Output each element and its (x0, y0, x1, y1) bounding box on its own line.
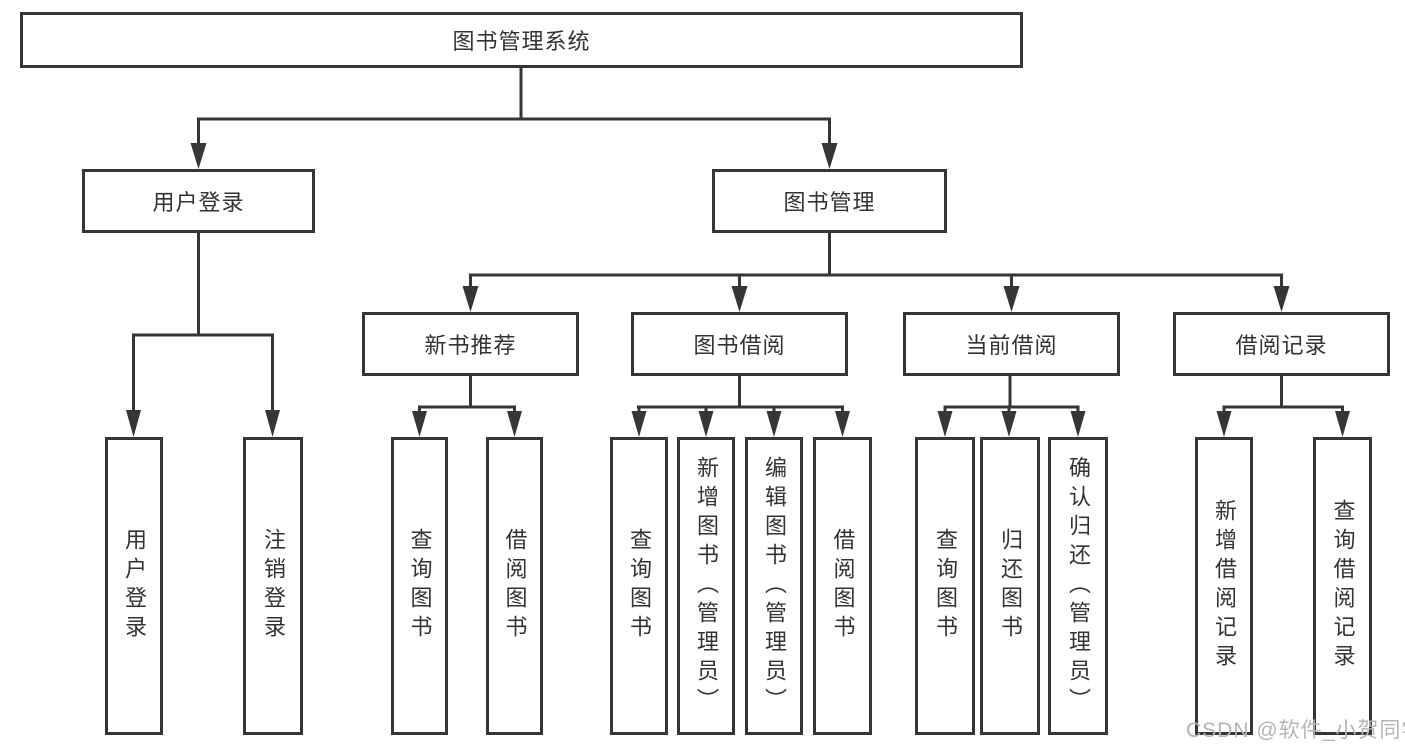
leaf-label: 归还图书 (998, 528, 1023, 644)
leaf-label: 新增图书（管理员） (694, 455, 719, 717)
borrow-records-connector (1222, 375, 1344, 415)
leaf-label: 编辑图书（管理员） (762, 455, 787, 717)
node-new-book-recommend: 新书推荐 (362, 312, 579, 376)
current-borrow-connector (943, 375, 1080, 415)
leaf-borrow-books: 借阅图书 (813, 437, 872, 735)
root-connector (197, 66, 831, 146)
leaf-query-borrow-record: 查询借阅记录 (1313, 437, 1372, 735)
user-login-label: 用户登录 (152, 190, 245, 215)
root-system-label: 图书管理系统 (452, 29, 591, 54)
node-borrow-records: 借阅记录 (1173, 312, 1390, 376)
leaf-label: 用户登录 (122, 528, 147, 644)
leaf-confirm-return-admin: 确认归还（管理员） (1048, 437, 1108, 735)
node-user-login: 用户登录 (82, 169, 315, 233)
node-book-management: 图书管理 (712, 169, 947, 233)
leaf-label: 查询图书 (933, 528, 958, 644)
leaf-user-login: 用户登录 (105, 437, 163, 735)
leaf-label: 借阅图书 (502, 528, 528, 644)
user-login-connector (132, 231, 274, 414)
leaf-label: 查询图书 (407, 528, 433, 644)
leaf-label: 确认归还（管理员） (1066, 455, 1091, 717)
leaf-add-books-admin: 新增图书（管理员） (677, 437, 735, 735)
book-management-connector (469, 232, 1283, 290)
leaf-return-books: 归还图书 (980, 437, 1040, 735)
csdn-watermark: CSDN @软件_小贺同学 (1186, 719, 1405, 742)
leaf-label: 查询图书 (627, 528, 652, 644)
book-borrow-connector (637, 375, 844, 415)
new-book-recommend-connector (418, 375, 516, 415)
leaf-query-books-borrow: 查询图书 (610, 437, 668, 735)
leaf-borrow-books-recommend: 借阅图书 (486, 437, 543, 735)
arrowheads (126, 143, 1350, 437)
current-borrow-label: 当前借阅 (965, 333, 1058, 358)
node-root-system: 图书管理系统 (20, 12, 1023, 68)
leaf-label: 查询借阅记录 (1330, 499, 1356, 673)
borrow-records-label: 借阅记录 (1235, 333, 1328, 358)
leaf-query-books-recommend: 查询图书 (391, 437, 448, 735)
leaf-edit-books-admin: 编辑图书（管理员） (745, 437, 803, 735)
leaf-logout: 注销登录 (243, 437, 303, 735)
leaf-query-books-current: 查询图书 (915, 437, 975, 735)
book-borrow-label: 图书借阅 (693, 333, 786, 358)
book-management-label: 图书管理 (783, 190, 876, 215)
leaf-label: 新增借阅记录 (1212, 499, 1237, 673)
node-book-borrow: 图书借阅 (631, 312, 848, 376)
leaf-label: 借阅图书 (830, 528, 856, 644)
new-book-recommend-label: 新书推荐 (424, 333, 517, 358)
leaf-label: 注销登录 (261, 528, 286, 644)
node-current-borrow: 当前借阅 (903, 312, 1120, 376)
leaf-add-borrow-record: 新增借阅记录 (1195, 437, 1253, 735)
